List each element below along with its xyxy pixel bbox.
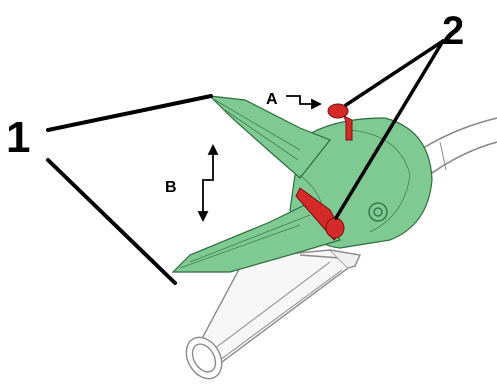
callout-label-1: 1 xyxy=(6,113,30,162)
callout-label-2: 2 xyxy=(442,9,464,53)
red-component-upper xyxy=(327,103,353,141)
leader-lines-2 xyxy=(334,39,445,220)
label-a: A xyxy=(266,91,278,108)
label-b: B xyxy=(165,179,177,196)
red-component-lower xyxy=(295,187,345,241)
pivot-screw xyxy=(368,202,388,222)
leader-lines-1 xyxy=(46,94,213,285)
arrow-a xyxy=(286,95,323,110)
arrow-b xyxy=(197,143,219,223)
handle-grip xyxy=(185,249,362,380)
